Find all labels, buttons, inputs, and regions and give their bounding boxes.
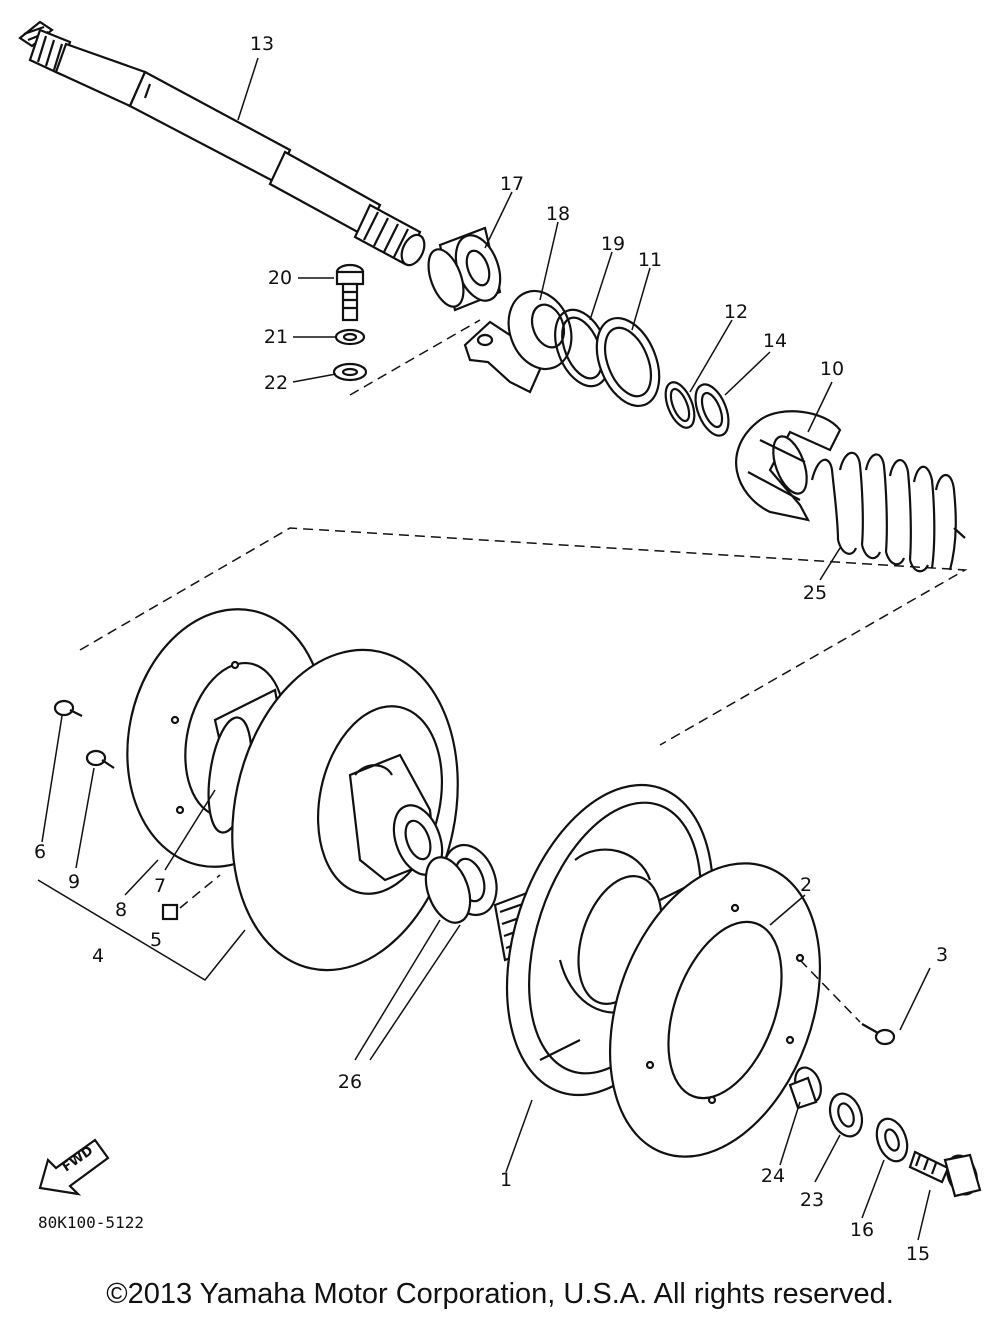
label-23: 23 (800, 1189, 824, 1211)
label-18: 18 (546, 203, 570, 225)
label-12: 12 (724, 301, 748, 323)
dashed-guide-bracket (349, 319, 481, 396)
label-8: 8 (115, 899, 127, 921)
label-7: 7 (154, 875, 166, 897)
snap-ring-12 (664, 381, 696, 429)
lock-washer-21 (334, 328, 366, 346)
label-20: 20 (268, 267, 292, 289)
label-4: 4 (92, 945, 104, 967)
plate-2 (608, 862, 822, 1158)
screw-3 (861, 1023, 896, 1046)
bearing-17 (427, 226, 502, 312)
label-24: 24 (761, 1165, 785, 1187)
washer-14 (694, 383, 730, 437)
label-11: 11 (638, 249, 662, 271)
label-10: 10 (820, 358, 844, 380)
washer-23 (828, 1092, 864, 1138)
label-22: 22 (264, 372, 288, 394)
screw-6 (53, 699, 83, 717)
label-25: 25 (803, 582, 827, 604)
leader-lines (41, 57, 931, 1241)
screw-9 (85, 749, 115, 769)
diagram-code: 80K100-5122 (38, 1213, 144, 1232)
nut-5 (161, 903, 179, 921)
label-2: 2 (800, 874, 812, 896)
label-16: 16 (850, 1219, 874, 1241)
label-3: 3 (936, 944, 948, 966)
cam-10 (735, 410, 842, 522)
dashed-guide-nut (179, 874, 221, 909)
label-26: 26 (338, 1071, 362, 1093)
bolt-20 (335, 263, 365, 322)
dashed-guide-assembly (79, 527, 968, 746)
sheave-4 (231, 648, 459, 972)
group-bracket-4 (37, 879, 246, 981)
label-15: 15 (906, 1243, 930, 1265)
collar-24 (788, 1066, 822, 1110)
label-14: 14 (763, 330, 787, 352)
label-5: 5 (150, 929, 162, 951)
washer-16 (875, 1117, 909, 1163)
label-6: 6 (34, 841, 46, 863)
bolt-15 (908, 1150, 982, 1198)
label-13: 13 (250, 33, 274, 55)
label-9: 9 (68, 871, 80, 893)
label-21: 21 (264, 326, 288, 348)
shaft-13 (18, 20, 426, 267)
washer-22 (332, 362, 368, 382)
label-17: 17 (500, 173, 524, 195)
bushing-26 (424, 844, 498, 924)
ring-11 (595, 316, 661, 408)
forward-arrow-icon: FWD (38, 1138, 110, 1196)
dashed-guide-screw (799, 959, 861, 1023)
spring-25 (810, 451, 966, 573)
copyright-notice: ©2013 Yamaha Motor Corporation, U.S.A. A… (106, 1278, 894, 1310)
label-19: 19 (601, 233, 625, 255)
label-1: 1 (500, 1169, 512, 1191)
